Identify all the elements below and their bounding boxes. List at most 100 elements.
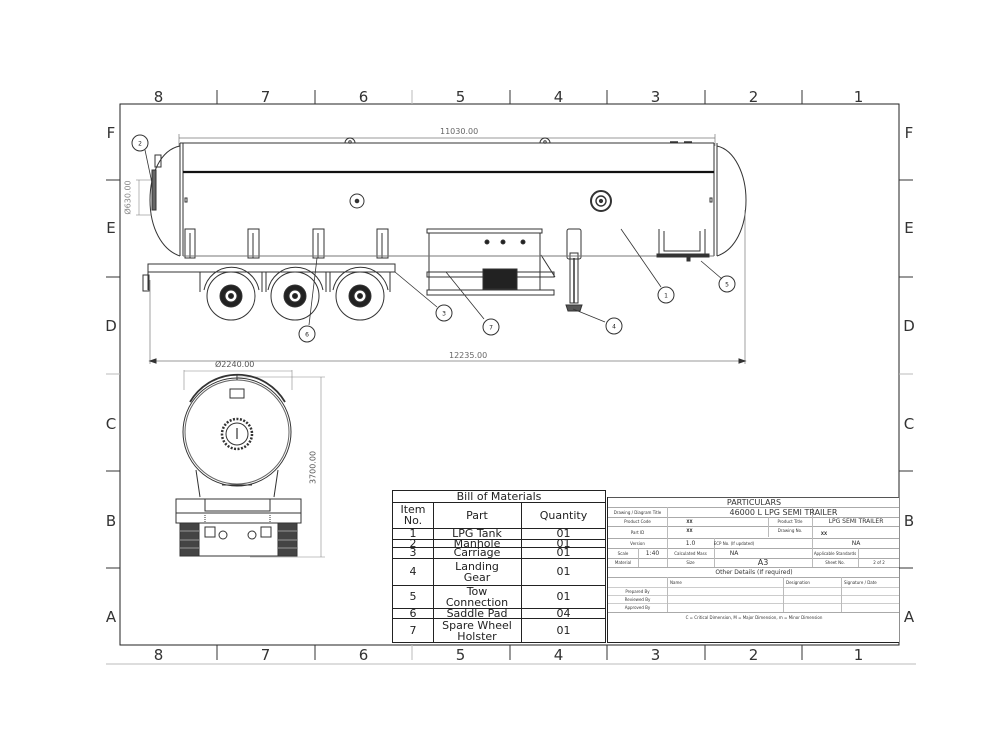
material-value <box>638 558 667 567</box>
bom-row-quantity: 01 <box>556 624 571 637</box>
part-id-label: Part ID <box>630 529 645 535</box>
column-label: 5 <box>455 646 466 664</box>
column-label: 4 <box>553 88 564 106</box>
column-label: 5 <box>455 88 466 106</box>
bom-row-part: Saddle Pad <box>446 608 508 618</box>
bom-row-quantity: 01 <box>556 547 571 558</box>
drawing-title-value: 46000 L LPG SEMI TRAILER <box>729 507 838 517</box>
column-label: 3 <box>650 88 661 106</box>
row-label: C <box>903 415 915 433</box>
column-label: 7 <box>260 646 271 664</box>
balloon-6: 6 <box>305 332 309 339</box>
row-label: D <box>105 317 117 335</box>
ecp-value: NA <box>851 539 861 547</box>
bom-row-item: 5 <box>409 590 417 603</box>
bill-of-materials-table: Bill of Materials Item No. Part Quantity… <box>392 490 606 643</box>
column-label: 8 <box>153 88 164 106</box>
sign-header-signature: Signature / Date <box>844 579 877 585</box>
bom-header-quantity: Quantity <box>539 508 588 522</box>
version-label: Version <box>630 540 645 546</box>
size-label: Size <box>686 560 695 565</box>
part-id-value: XX <box>686 527 693 533</box>
balloon-4: 4 <box>612 324 616 331</box>
material-label: Material <box>614 560 632 565</box>
version-value: 1.0 <box>685 539 696 547</box>
dimension-overall-length: 12235.00 <box>449 351 488 360</box>
product-code-label: Product Code <box>624 519 651 524</box>
bom-row-item: 6 <box>409 608 417 618</box>
row-label: B <box>105 512 117 530</box>
column-label: 8 <box>153 646 164 664</box>
product-title-value: LPG SEMI TRAILER <box>828 518 884 525</box>
bom-row-item: 4 <box>409 565 417 578</box>
scale-value: 1:40 <box>645 549 660 557</box>
row-label: E <box>904 219 914 237</box>
bom-row-part: Spare Wheel Holster <box>442 618 512 643</box>
applicable-standards-value <box>858 548 900 558</box>
row-label: F <box>904 124 914 142</box>
bom-row-quantity: 01 <box>556 528 571 539</box>
row-label: F <box>106 124 116 142</box>
column-label: 6 <box>358 88 369 106</box>
row-label: D <box>903 317 915 335</box>
column-label: 1 <box>853 88 864 106</box>
bom-row-part: Carriage <box>453 547 501 558</box>
dimension-overall-height: 3700.00 <box>308 450 318 485</box>
drawing-no-label: Drawing No. <box>777 527 803 533</box>
bom-row-part: Tow Connection <box>445 585 509 608</box>
particulars-title: PARTICULARS <box>726 497 782 507</box>
row-label: B <box>903 512 915 530</box>
particulars-title-block: PARTICULARS Drawing / Diagram Title 4600… <box>607 497 899 643</box>
sign-header-name: Name <box>670 579 682 585</box>
bom-row-quantity: 01 <box>556 539 571 547</box>
approved-by-label: Approved By <box>624 605 651 610</box>
sheet-no-label: Sheet No. <box>825 560 845 565</box>
row-label: C <box>105 415 117 433</box>
column-label: 2 <box>748 646 759 664</box>
dimension-tank-diameter: Ø2240.00 <box>215 360 255 369</box>
bom-row-item: 1 <box>409 528 417 539</box>
bom-row-item: 3 <box>409 547 417 558</box>
row-label: A <box>903 608 915 626</box>
bom-row-quantity: 01 <box>556 590 571 603</box>
other-details-label: Other Details (If required) <box>715 568 793 576</box>
bom-row-item: 7 <box>409 624 417 637</box>
applicable-standards-label: Applicable Standards <box>813 550 857 556</box>
product-title-label: Product Title <box>777 519 803 524</box>
sign-header-designation: Designation <box>786 579 810 585</box>
bom-row-quantity: 01 <box>556 565 571 578</box>
column-label: 2 <box>748 88 759 106</box>
product-code-value: XX <box>686 519 693 524</box>
column-label: 1 <box>853 646 864 664</box>
column-label: 6 <box>358 646 369 664</box>
column-label: 3 <box>650 646 661 664</box>
balloon-2: 2 <box>138 141 142 148</box>
balloon-7: 7 <box>489 325 493 332</box>
bom-row-part: LPG Tank <box>452 528 502 539</box>
drawing-no-value: XX <box>820 531 828 536</box>
balloon-1: 1 <box>664 293 668 300</box>
bom-row-quantity: 04 <box>556 608 571 618</box>
bom-row-item: 2 <box>409 539 417 547</box>
bom-row-part: Landing Gear <box>455 559 499 584</box>
dimension-legend: C = Critical Dimension, M = Major Dimens… <box>685 614 823 620</box>
column-label: 7 <box>260 88 271 106</box>
scale-label: Scale <box>617 550 629 556</box>
sheet-no-value: 2 of 2 <box>873 560 885 565</box>
calculated-mass-value: NA <box>729 549 739 557</box>
calculated-mass-label: Calculated Mass <box>674 550 707 556</box>
bom-header-part: Part <box>466 508 488 522</box>
bom-row-part: Manhole <box>453 539 501 547</box>
bom-header-item: Item No. <box>400 503 426 527</box>
drawing-title-label: Drawing / Diagram Title <box>613 509 662 515</box>
prepared-by-label: Prepared By <box>625 588 650 594</box>
column-label: 4 <box>553 646 564 664</box>
reviewed-by-label: Reviewed By <box>624 596 651 602</box>
size-value: A3 <box>757 558 769 567</box>
dimension-tank-length: 11030.00 <box>440 127 479 136</box>
row-label: A <box>105 608 117 626</box>
